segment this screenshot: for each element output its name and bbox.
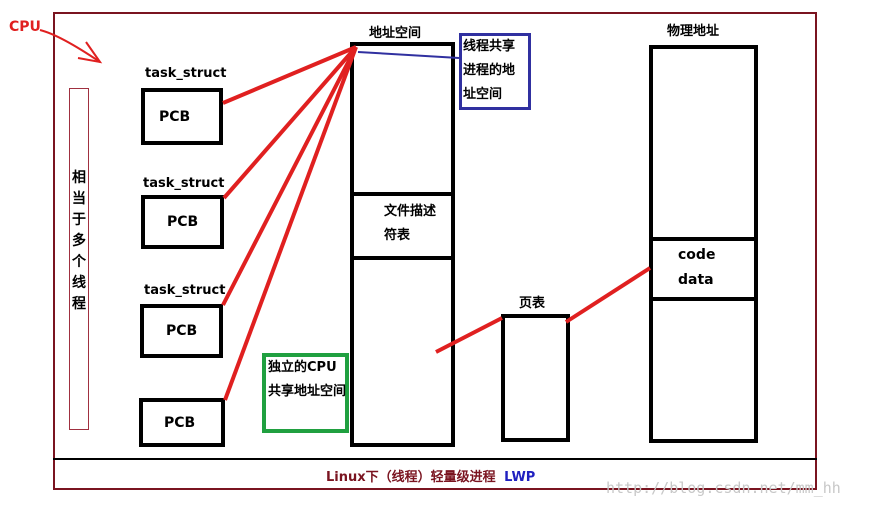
fd-table-label: 文件描述符表	[384, 204, 437, 243]
address-space-column	[350, 42, 455, 447]
fd-table-bottom-border	[350, 256, 455, 260]
data-label: data	[678, 272, 714, 288]
physical-address-column	[649, 45, 758, 443]
physical-address-title: 物理地址	[667, 24, 720, 39]
shared-note-link	[357, 51, 460, 59]
outer-frame	[53, 12, 817, 490]
cpu-arrowhead	[77, 41, 103, 64]
address-space-title: 地址空间	[369, 26, 422, 41]
addr-to-pagetable-link	[435, 316, 503, 354]
code-data-bottom-border	[649, 297, 758, 301]
task-struct-label-3: task_struct	[144, 283, 226, 298]
task-struct-label-2: task_struct	[143, 176, 225, 191]
vertical-note-box	[69, 88, 89, 430]
pcb3-link	[221, 46, 358, 306]
code-data-top-border	[649, 237, 758, 241]
watermark: http://blog.csdn.net/mm_hh	[606, 479, 841, 497]
pcb-block-3: PCB	[140, 304, 223, 358]
pcb-label: PCB	[164, 414, 196, 431]
task-struct-label-1: task_struct	[145, 66, 227, 81]
pagetable-to-physical-link	[564, 266, 652, 324]
pcb2-link	[222, 45, 358, 200]
independent-note-box	[262, 353, 349, 433]
pcb4-link	[223, 46, 358, 401]
cpu-arrow	[39, 29, 101, 63]
pcb-label: PCB	[166, 323, 198, 339]
page-table-box	[501, 314, 570, 442]
pcb-block-2: PCB	[141, 195, 224, 249]
shared-note-text: 线程共享进程的地址空间	[463, 39, 516, 102]
fd-table-top-border	[350, 192, 455, 196]
footer-divider	[53, 458, 817, 460]
pcb1-link	[222, 45, 357, 105]
pcb-label: PCB	[159, 108, 191, 125]
code-label: code	[678, 247, 716, 263]
independent-note-text: 独立的CPU共享地址空间	[268, 360, 347, 399]
shared-note-box	[459, 33, 531, 110]
pcb-block-1: PCB	[141, 88, 223, 145]
page-table-title: 页表	[519, 296, 546, 311]
pcb-label: PCB	[167, 214, 199, 230]
footer-lwp: LWP	[504, 470, 536, 485]
footer-caption: Linux下（线程）轻量级进程 LWP	[326, 466, 535, 485]
footer-text: Linux下（线程）轻量级进程	[326, 470, 496, 485]
pcb-block-4: PCB	[139, 398, 225, 447]
vertical-note-text: 相当于多个线程	[72, 170, 86, 312]
cpu-label: CPU	[9, 19, 41, 35]
